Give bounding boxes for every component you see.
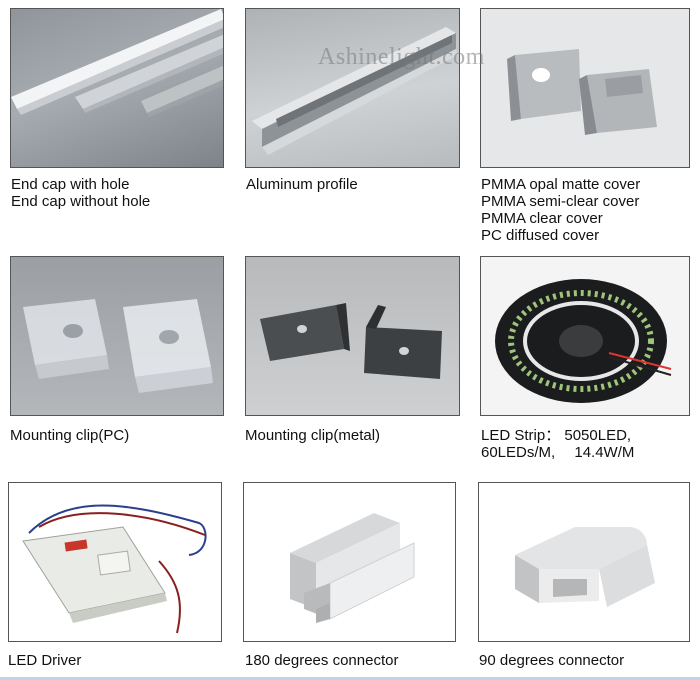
caption-line: Mounting clip(PC) xyxy=(10,427,130,444)
bottom-divider xyxy=(0,677,700,680)
caption-line: 180 degrees connector xyxy=(245,652,399,669)
caption-line: 60LEDs/M, 14.4W/M xyxy=(481,444,635,461)
end-cap-caption: End cap with hole End cap without hole xyxy=(11,176,150,210)
connector-180-image xyxy=(243,482,456,642)
led-driver-caption: LED Driver xyxy=(8,652,81,669)
aluminum-profile-caption: Aluminum profile xyxy=(246,176,358,193)
u-connector-illustration xyxy=(290,513,415,623)
led-strip-caption: LED Strip： 5050LED, 60LEDs/M, 14.4W/M xyxy=(481,427,634,461)
metal-clips-illustration xyxy=(260,303,442,379)
caption-line: PMMA opal matte cover xyxy=(481,176,641,193)
connector-180-caption: 180 degrees connector xyxy=(245,652,398,669)
connector-90-caption: 90 degrees connector xyxy=(479,652,624,669)
cover-strips-illustration xyxy=(11,9,223,117)
end-caps-illustration xyxy=(507,49,657,135)
mounting-clip-pc-caption: Mounting clip(PC) xyxy=(10,427,129,444)
pmma-cover-image xyxy=(480,8,690,168)
watermark: Ashinelight.com xyxy=(318,44,485,70)
elbow-connector-illustration xyxy=(515,527,655,607)
end-cap-image xyxy=(10,8,224,168)
caption-line: End cap with hole xyxy=(11,176,130,193)
connector-90-image xyxy=(478,482,690,642)
pmma-cover-caption: PMMA opal matte cover PMMA semi-clear co… xyxy=(481,176,640,244)
mounting-clip-metal-caption: Mounting clip(metal) xyxy=(245,427,380,444)
caption-line: PC diffused cover xyxy=(481,227,600,244)
led-reel-illustration xyxy=(495,279,672,403)
caption-line: Aluminum profile xyxy=(246,176,358,193)
caption-line: PMMA clear cover xyxy=(481,210,603,227)
caption-line: 90 degrees connector xyxy=(479,652,625,669)
led-driver-illustration xyxy=(22,504,207,634)
caption-line: End cap without hole xyxy=(11,193,151,210)
pc-clips-illustration xyxy=(23,299,213,393)
aluminum-channel-illustration xyxy=(252,27,458,155)
led-driver-image xyxy=(8,482,222,642)
caption-line: Mounting clip(metal) xyxy=(245,427,381,444)
led-strip-image xyxy=(480,256,690,416)
mounting-clip-pc-image xyxy=(10,256,224,416)
caption-line: LED Strip： 5050LED, xyxy=(481,427,632,444)
mounting-clip-metal-image xyxy=(245,256,460,416)
caption-line: PMMA semi-clear cover xyxy=(481,193,640,210)
caption-line: LED Driver xyxy=(8,652,82,669)
aluminum-profile-image xyxy=(245,8,460,168)
